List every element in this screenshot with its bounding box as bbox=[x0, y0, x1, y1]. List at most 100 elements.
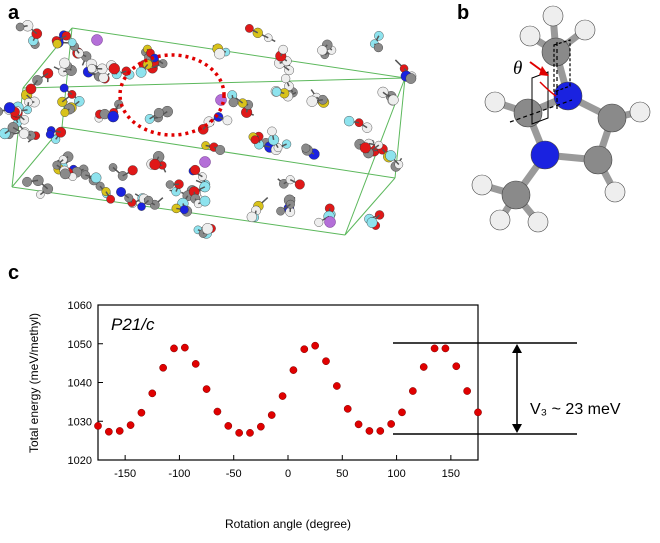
data-point bbox=[191, 360, 200, 368]
atom bbox=[245, 24, 254, 33]
arrow-head-down bbox=[512, 424, 522, 434]
atom bbox=[542, 5, 564, 27]
atom bbox=[215, 145, 226, 155]
x-tick-label: 100 bbox=[387, 468, 405, 480]
x-tick-label: 0 bbox=[285, 468, 291, 480]
data-point bbox=[267, 411, 276, 419]
cell-edge bbox=[71, 27, 406, 79]
data-point bbox=[452, 362, 461, 371]
data-point bbox=[257, 422, 265, 431]
atom bbox=[484, 91, 506, 113]
atom bbox=[306, 95, 318, 107]
data-point bbox=[94, 422, 102, 430]
atom bbox=[190, 164, 201, 175]
lithium-atom bbox=[199, 156, 211, 168]
atom bbox=[52, 39, 62, 49]
rotation-plane-diagram bbox=[509, 39, 573, 125]
panel-label-b: b bbox=[457, 2, 470, 24]
data-point bbox=[181, 343, 189, 352]
data-point bbox=[300, 345, 309, 354]
data-point bbox=[333, 382, 341, 390]
theta-label: θ bbox=[513, 58, 522, 79]
x-tick-label: 50 bbox=[336, 468, 348, 480]
y-tick-label: 1030 bbox=[68, 416, 92, 428]
atom bbox=[22, 176, 33, 187]
atom bbox=[59, 57, 71, 69]
atom bbox=[60, 108, 70, 117]
atom bbox=[574, 19, 596, 41]
atom bbox=[317, 45, 328, 56]
barrier-marker bbox=[393, 342, 577, 435]
atom bbox=[153, 107, 164, 118]
atom bbox=[597, 103, 627, 133]
data-point bbox=[463, 387, 471, 395]
cell-edge bbox=[61, 126, 396, 179]
arrow-head-up bbox=[512, 343, 522, 353]
atom bbox=[59, 168, 71, 180]
atom bbox=[214, 48, 226, 60]
plot-frame bbox=[97, 304, 479, 461]
atom bbox=[278, 44, 288, 55]
atom bbox=[108, 63, 120, 75]
atom bbox=[107, 110, 119, 123]
atom bbox=[135, 66, 147, 78]
atom bbox=[629, 101, 651, 123]
panel-label-c: c bbox=[8, 262, 20, 284]
data-point bbox=[105, 427, 113, 436]
atom bbox=[271, 87, 282, 97]
atom bbox=[4, 102, 16, 114]
atom bbox=[604, 181, 626, 203]
y-tick-label: 1050 bbox=[68, 339, 92, 351]
atom bbox=[165, 180, 175, 189]
data-point bbox=[278, 392, 287, 400]
data-point bbox=[224, 422, 233, 430]
atom bbox=[541, 37, 571, 67]
atom bbox=[59, 83, 69, 93]
atom bbox=[489, 209, 511, 231]
chart-title: P21/c bbox=[111, 315, 155, 334]
data-point bbox=[430, 344, 439, 353]
data-point bbox=[354, 420, 363, 429]
data-point bbox=[213, 407, 222, 416]
data-points bbox=[94, 341, 482, 437]
atom bbox=[137, 202, 146, 211]
atom bbox=[519, 25, 541, 47]
x-tick-label: -150 bbox=[114, 468, 136, 480]
atom bbox=[106, 194, 115, 204]
cell-edge bbox=[344, 177, 396, 236]
data-point bbox=[148, 389, 157, 398]
barrier-annotation: V₃ ~ 23 meV bbox=[530, 401, 621, 418]
atom bbox=[228, 97, 239, 108]
atom bbox=[314, 217, 324, 227]
atom bbox=[276, 206, 285, 216]
data-point bbox=[115, 427, 124, 435]
data-point bbox=[365, 427, 374, 435]
atom bbox=[250, 135, 260, 145]
atom bbox=[15, 22, 25, 32]
cell-edge bbox=[22, 77, 406, 89]
atom bbox=[385, 150, 397, 162]
crystal-structure-image bbox=[0, 20, 417, 239]
atom bbox=[471, 174, 493, 196]
data-point bbox=[235, 429, 243, 437]
atom bbox=[201, 223, 214, 235]
atom bbox=[583, 145, 613, 175]
atom bbox=[501, 180, 531, 210]
lithium-atom bbox=[324, 216, 336, 228]
molecule-image: θ bbox=[471, 5, 651, 233]
data-point bbox=[398, 408, 406, 417]
atom bbox=[90, 172, 102, 184]
molecule-atoms bbox=[471, 5, 651, 233]
lithium-atom bbox=[91, 34, 103, 46]
atom bbox=[387, 94, 399, 106]
atom bbox=[127, 165, 138, 176]
x-tick-label: -50 bbox=[226, 468, 242, 480]
x-axis-label: Rotation angle (degree) bbox=[225, 517, 351, 531]
y-tick-label: 1060 bbox=[68, 300, 92, 312]
data-point bbox=[441, 344, 450, 353]
atom bbox=[87, 64, 97, 73]
data-point bbox=[246, 429, 254, 437]
data-point bbox=[322, 357, 330, 366]
data-point bbox=[289, 366, 298, 374]
